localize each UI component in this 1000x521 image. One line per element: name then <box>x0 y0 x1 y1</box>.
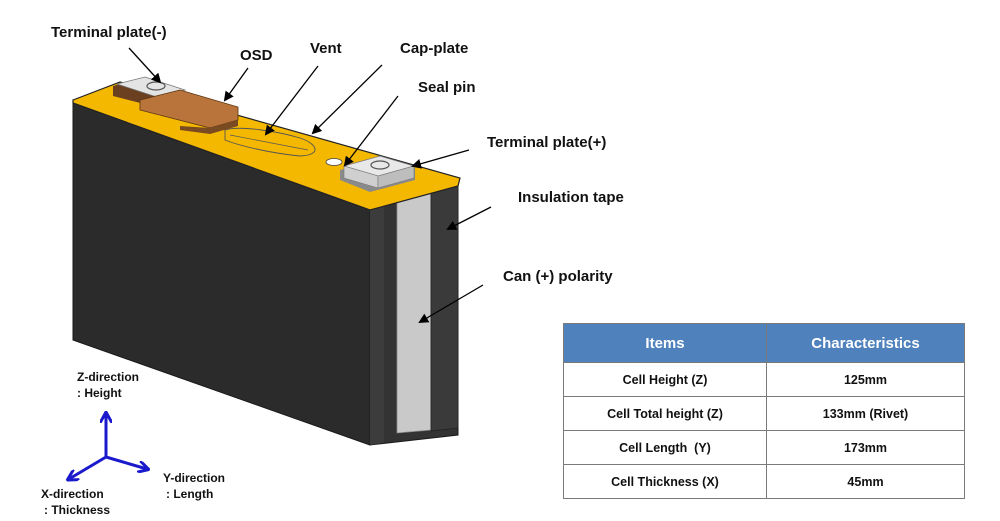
header-characteristics: Characteristics <box>766 323 965 363</box>
side-edge-left <box>370 203 384 445</box>
item-cell: Cell Length (Y) <box>563 430 767 465</box>
arrow-insulation-tape <box>446 206 492 230</box>
table-row: Cell Total height (Z) 133mm (Rivet) <box>563 396 965 431</box>
value-cell: 125mm <box>766 362 965 397</box>
y-axis-label: Y-direction : Length <box>163 471 226 501</box>
can-band <box>396 190 432 434</box>
value-cell: 45mm <box>766 464 965 499</box>
item-cell: Cell Height (Z) <box>563 362 767 397</box>
label-vent: Vent <box>310 40 342 57</box>
terminal-plus-shape <box>340 155 416 192</box>
arrow-terminal-minus <box>128 47 162 84</box>
y-axis-arrow <box>105 455 147 469</box>
label-cap-plate: Cap-plate <box>400 40 469 57</box>
arrow-terminal-plus <box>411 149 470 169</box>
table-row: Cell Length (Y) 173mm <box>563 430 965 465</box>
arrow-vent <box>264 65 319 136</box>
arrow-osd <box>223 67 249 102</box>
item-cell: Cell Thickness (X) <box>563 464 767 499</box>
table-row: Cell Height (Z) 125mm <box>563 362 965 397</box>
label-terminal-plus: Terminal plate(+) <box>487 134 607 151</box>
label-terminal-minus: Terminal plate(-) <box>51 24 167 41</box>
item-cell: Cell Total height (Z) <box>563 396 767 431</box>
x-axis-arrow <box>69 455 107 479</box>
axis-triad <box>69 414 147 479</box>
vent-outline <box>224 127 316 157</box>
x-axis-label: X-direction : Thickness <box>41 487 111 517</box>
arrow-seal-pin <box>343 95 399 167</box>
specs-table: Items Characteristics Cell Height (Z) 12… <box>563 323 965 499</box>
table-row: Cell Thickness (X) 45mm <box>563 464 965 499</box>
arrow-can-polarity <box>418 284 484 324</box>
osd-shape <box>139 89 239 134</box>
label-can-polarity: Can (+) polarity <box>503 268 613 285</box>
value-cell: 133mm (Rivet) <box>766 396 965 431</box>
label-insulation-tape: Insulation tape <box>518 189 624 206</box>
label-seal-pin: Seal pin <box>418 79 476 96</box>
seal-pin-shape <box>325 158 343 166</box>
arrow-cap-plate <box>311 64 383 135</box>
table-header-row: Items Characteristics <box>563 323 965 363</box>
label-osd: OSD <box>240 47 273 64</box>
z-axis-label: Z-direction : Height <box>77 370 139 400</box>
header-items: Items <box>563 323 767 363</box>
value-cell: 173mm <box>766 430 965 465</box>
